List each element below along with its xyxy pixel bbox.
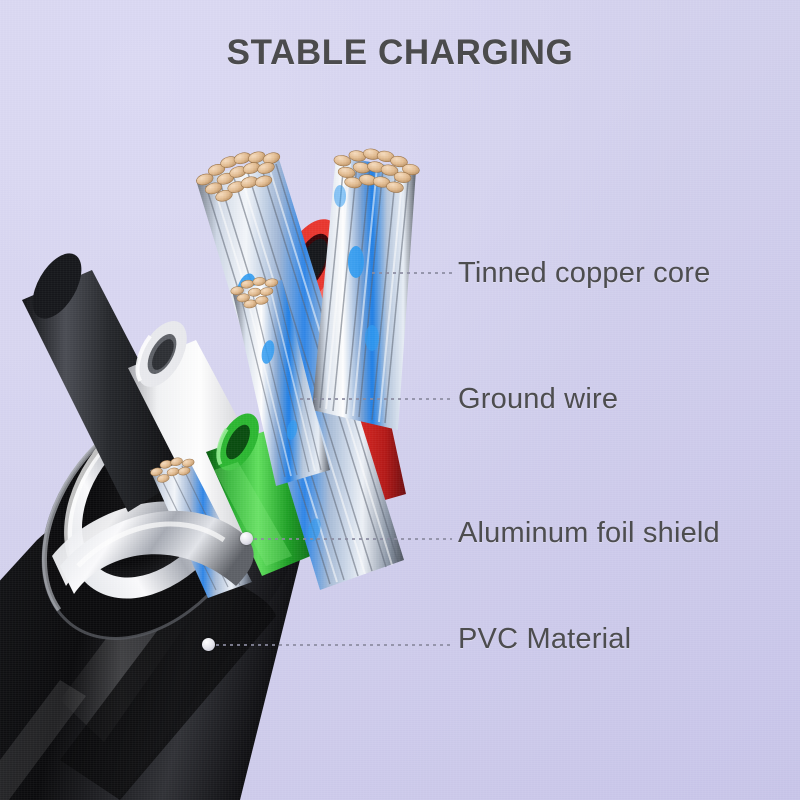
label-aluminum-foil-shield: Aluminum foil shield: [458, 517, 720, 549]
strand-bundle-right: [312, 148, 420, 430]
strand-tips-right: [333, 148, 420, 193]
strand-tips-center: [230, 277, 279, 309]
strand-tips-left: [196, 151, 281, 202]
leader-line-pvc-material: [216, 644, 452, 646]
wire-black: [22, 253, 196, 512]
shield-front-edge: [60, 510, 254, 594]
label-tinned-copper-core: Tinned copper core: [458, 257, 711, 289]
label-pvc-material: PVC Material: [458, 623, 632, 655]
label-ground-wire: Ground wire: [458, 383, 619, 415]
strand-tips-lower-left: [150, 457, 195, 483]
marker-dot-pvc-material: [202, 638, 215, 651]
leader-line-tinned-copper-core: [372, 272, 452, 274]
strand-bundle-center: [230, 277, 330, 486]
marker-dot-aluminum-foil-shield: [240, 532, 253, 545]
page-title: STABLE CHARGING: [226, 33, 574, 72]
leader-line-aluminum-foil-shield: [254, 538, 452, 540]
leader-line-ground-wire: [300, 398, 452, 400]
